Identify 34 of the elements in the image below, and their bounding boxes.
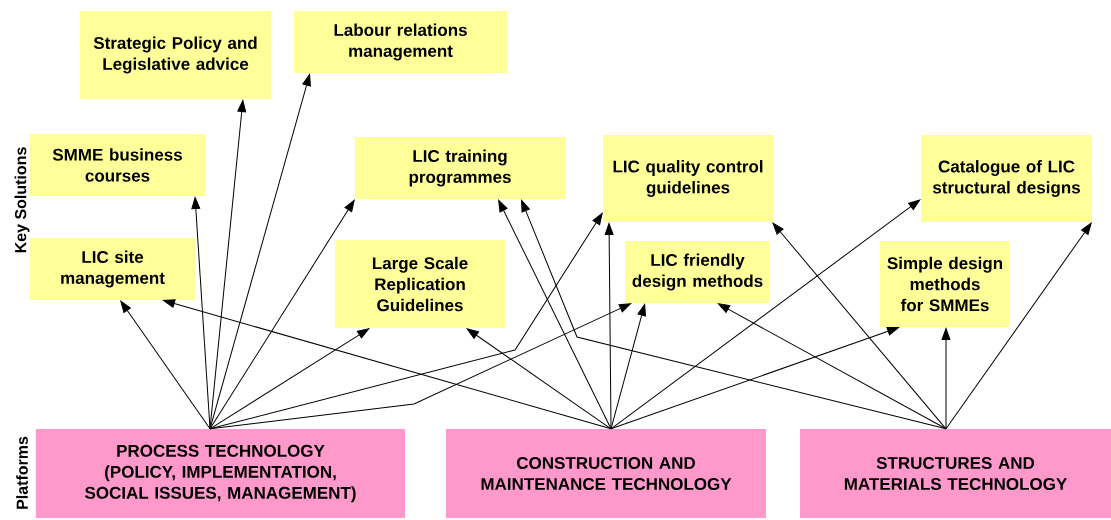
solution-box: LIC quality control guidelines (603, 135, 773, 222)
arrow (610, 199, 921, 430)
arrow (610, 304, 647, 430)
arrow (466, 328, 612, 430)
arrow (191, 197, 211, 430)
arrow (209, 199, 355, 430)
solution-box: SMME business courses (30, 134, 205, 196)
arrow (209, 303, 632, 430)
arrow (717, 303, 947, 430)
arrow (521, 199, 947, 430)
axis-label: Key Solutions (14, 147, 30, 253)
solution-box: Strategic Policy and Legislative advice (80, 11, 271, 99)
arrow (498, 199, 612, 430)
solution-box: Large Scale Replication Guidelines (335, 240, 505, 328)
solution-box: LIC friendly design methods (625, 241, 770, 303)
arrow (941, 328, 951, 430)
platform-box: PROCESS TECHNOLOGY (POLICY, IMPLEMENTATION, SOCIAL ISSUES, MANAGEMENT) (36, 429, 405, 518)
arrow (209, 73, 311, 430)
solution-box: Catalogue of LIC structural designs (921, 135, 1092, 222)
solution-box: Simple design methods for SMMEs (880, 241, 1010, 327)
solution-box: LIC training programmes (355, 137, 565, 199)
solution-box: LIC site management (30, 238, 195, 300)
platform-box: STRUCTURES AND MATERIALS TECHNOLOGY (800, 429, 1111, 518)
arrow (604, 223, 614, 430)
solution-box: Labour relations management (294, 11, 507, 73)
arrow (945, 222, 1092, 430)
arrow (162, 299, 612, 430)
arrow (209, 328, 370, 430)
arrow (209, 100, 247, 430)
platform-box: CONSTRUCTION AND MAINTENANCE TECHNOLOGY (446, 429, 766, 518)
arrow (610, 326, 900, 430)
arrow (120, 300, 211, 430)
arrow (772, 222, 947, 430)
arrow (209, 212, 603, 430)
